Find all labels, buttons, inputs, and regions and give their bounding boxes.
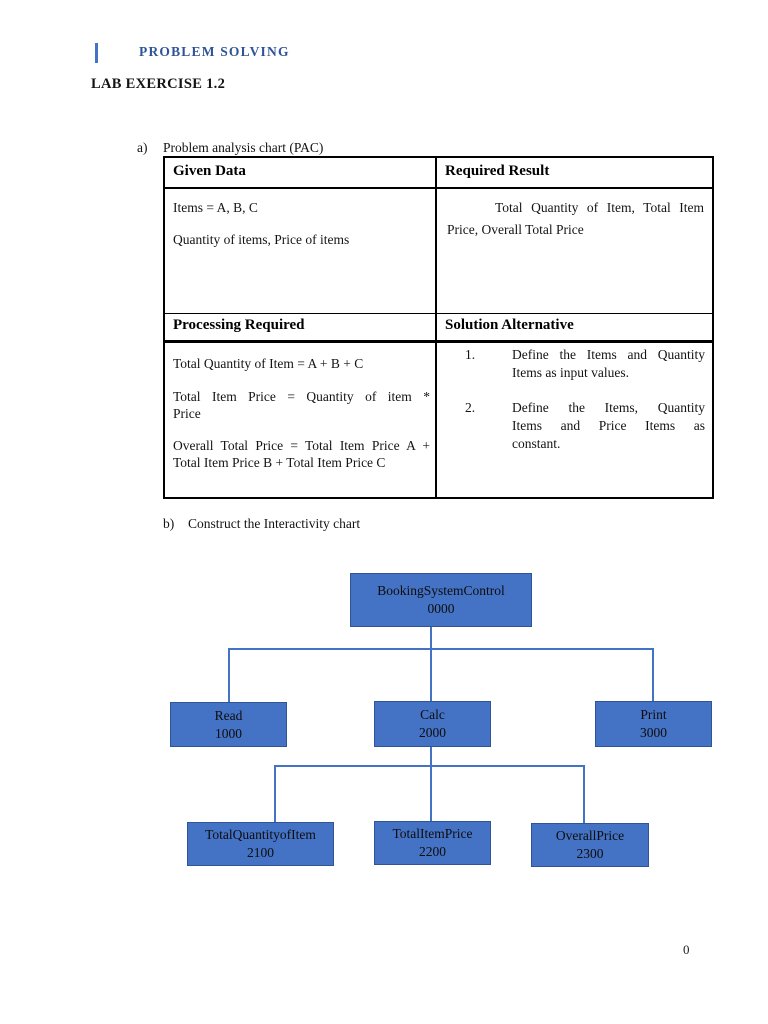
processing-required-header: Processing Required: [173, 317, 305, 333]
table-column-divider: [435, 158, 437, 497]
table-row-divider: [165, 313, 712, 314]
connector-line: [430, 627, 432, 649]
section-a-marker: a): [137, 140, 148, 155]
given-data-line: Items = A, B, C: [173, 200, 258, 215]
solution-alternative-header: Solution Alternative: [445, 317, 574, 333]
chart-box-code: 0000: [427, 601, 455, 616]
chart-box-code: 2200: [419, 844, 446, 859]
connector-line: [583, 765, 585, 823]
chart-box-code: 2300: [576, 846, 604, 861]
processing-line: Total Quantity of Item = A + B + C: [173, 356, 364, 371]
solution-item-line: Define the Items and Quantity: [512, 347, 705, 362]
chart-box-label: OverallPrice: [555, 828, 625, 843]
connector-line: [228, 648, 230, 702]
page-number: 0: [683, 942, 690, 957]
processing-line: Price: [173, 406, 201, 421]
solution-item-line: Items as input values.: [512, 365, 629, 380]
connector-line: [430, 648, 432, 701]
processing-line: Overall Total Price = Total Item Price A…: [173, 438, 430, 453]
connector-line: [274, 765, 584, 767]
table-row-divider: [165, 340, 712, 343]
chart-box-overallprice: OverallPrice 2300: [531, 823, 649, 867]
chart-box-label: BookingSystemControl: [377, 583, 505, 598]
processing-line: Total Item Price = Quantity of item *: [173, 389, 430, 404]
chart-box-label: TotalQuantityofItem: [205, 827, 316, 842]
chart-box-code: 3000: [640, 725, 667, 740]
connector-line: [652, 648, 654, 701]
chart-box-calc: Calc 2000: [374, 701, 491, 747]
connector-line: [274, 765, 276, 822]
chart-box-code: 2100: [247, 845, 274, 860]
required-result-line: Total Quantity of Item, Total Item: [495, 200, 704, 215]
connector-line: [228, 648, 653, 650]
section-b-heading: Construct the Interactivity chart: [188, 516, 361, 531]
lab-exercise-title: LAB EXERCISE 1.2: [91, 76, 226, 92]
chart-box-label: Read: [214, 707, 243, 723]
chart-box-code: 1000: [215, 725, 242, 741]
table-row-divider: [165, 187, 712, 189]
given-data-header: Given Data: [173, 163, 246, 179]
required-result-line: Price, Overall Total Price: [447, 222, 584, 237]
problem-solving-heading: PROBLEM SOLVING: [139, 44, 290, 59]
section-a-heading: Problem analysis chart (PAC): [163, 140, 324, 155]
solution-item-number: 1.: [465, 347, 476, 362]
solution-item-line: Define the Items, Quantity: [512, 400, 705, 415]
chart-box-totalitemprice: TotalItemPrice 2200: [374, 821, 491, 865]
processing-line: Total Item Price B + Total Item Price C: [173, 455, 386, 470]
chart-box-label: TotalItemPrice: [392, 826, 473, 841]
pac-table: Given Data Required Result Items = A, B,…: [163, 156, 714, 499]
chart-box-totalquantityofitem: TotalQuantityofItem 2100: [187, 822, 334, 866]
chart-box-label: Print: [640, 707, 667, 722]
connector-line: [430, 747, 432, 822]
solution-item-number: 2.: [465, 400, 476, 415]
chart-box-read: Read 1000: [170, 702, 287, 747]
chart-box-bookingsystemcontrol: BookingSystemControl 0000: [350, 573, 532, 627]
chart-box-print: Print 3000: [595, 701, 712, 747]
required-result-header: Required Result: [445, 163, 550, 179]
section-b-marker: b): [163, 516, 175, 531]
solution-item-line: Items and Price Items as: [512, 418, 705, 433]
given-data-line: Quantity of items, Price of items: [173, 232, 350, 247]
header-accent-bar: [95, 43, 98, 63]
chart-box-code: 2000: [419, 725, 446, 740]
chart-box-label: Calc: [420, 707, 445, 722]
solution-item-line: constant.: [512, 436, 561, 451]
